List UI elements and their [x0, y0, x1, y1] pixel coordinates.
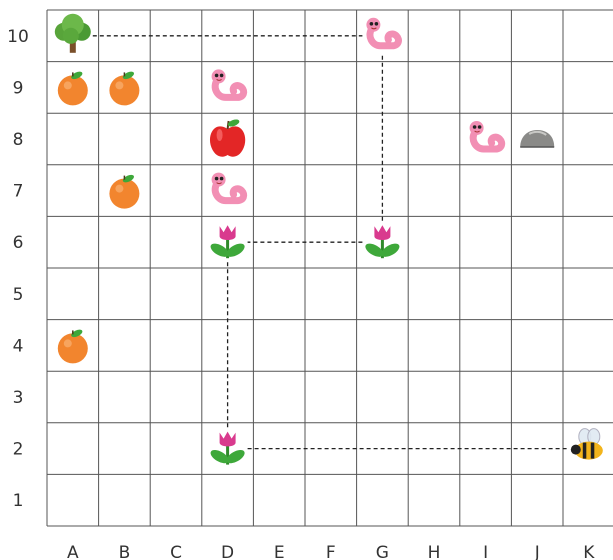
column-label: F: [326, 543, 336, 560]
flower-icon: [208, 225, 246, 259]
worm-icon: [366, 18, 398, 46]
row-label: 5: [13, 285, 24, 305]
worm-icon: [470, 121, 502, 149]
grid-items: [55, 14, 603, 466]
orange-icon: [109, 173, 139, 208]
row-label: 9: [13, 78, 24, 98]
dashed-paths: [93, 36, 569, 449]
column-label: K: [583, 543, 595, 560]
column-label: H: [428, 543, 441, 560]
row-label: 8: [13, 130, 24, 150]
orange-icon: [58, 328, 88, 363]
column-label: I: [483, 543, 488, 560]
row-label: 4: [13, 336, 24, 356]
flower-icon: [363, 225, 401, 259]
row-label: 3: [13, 388, 24, 408]
orange-icon: [58, 70, 88, 105]
rock-icon: [520, 130, 554, 147]
apple-icon: [210, 118, 245, 157]
orange-icon: [109, 70, 139, 105]
column-label: G: [376, 543, 389, 560]
column-label: A: [67, 543, 79, 560]
bee-icon: [571, 429, 603, 460]
row-label: 1: [13, 491, 24, 511]
axis-labels: A B C D E F G H I J K 1 2 3 4 5 6 7 8 9 10: [7, 27, 595, 560]
row-label: 6: [13, 233, 24, 253]
column-label: E: [274, 543, 285, 560]
row-label: 10: [7, 27, 29, 47]
row-label: 7: [13, 182, 24, 202]
flower-icon: [208, 432, 246, 466]
column-label: C: [170, 543, 182, 560]
column-label: D: [221, 543, 234, 560]
row-label: 2: [13, 440, 24, 460]
worm-icon: [212, 173, 244, 201]
worm-icon: [212, 69, 244, 97]
column-label: B: [119, 543, 131, 560]
column-label: J: [534, 543, 540, 560]
tree-icon: [55, 14, 91, 53]
